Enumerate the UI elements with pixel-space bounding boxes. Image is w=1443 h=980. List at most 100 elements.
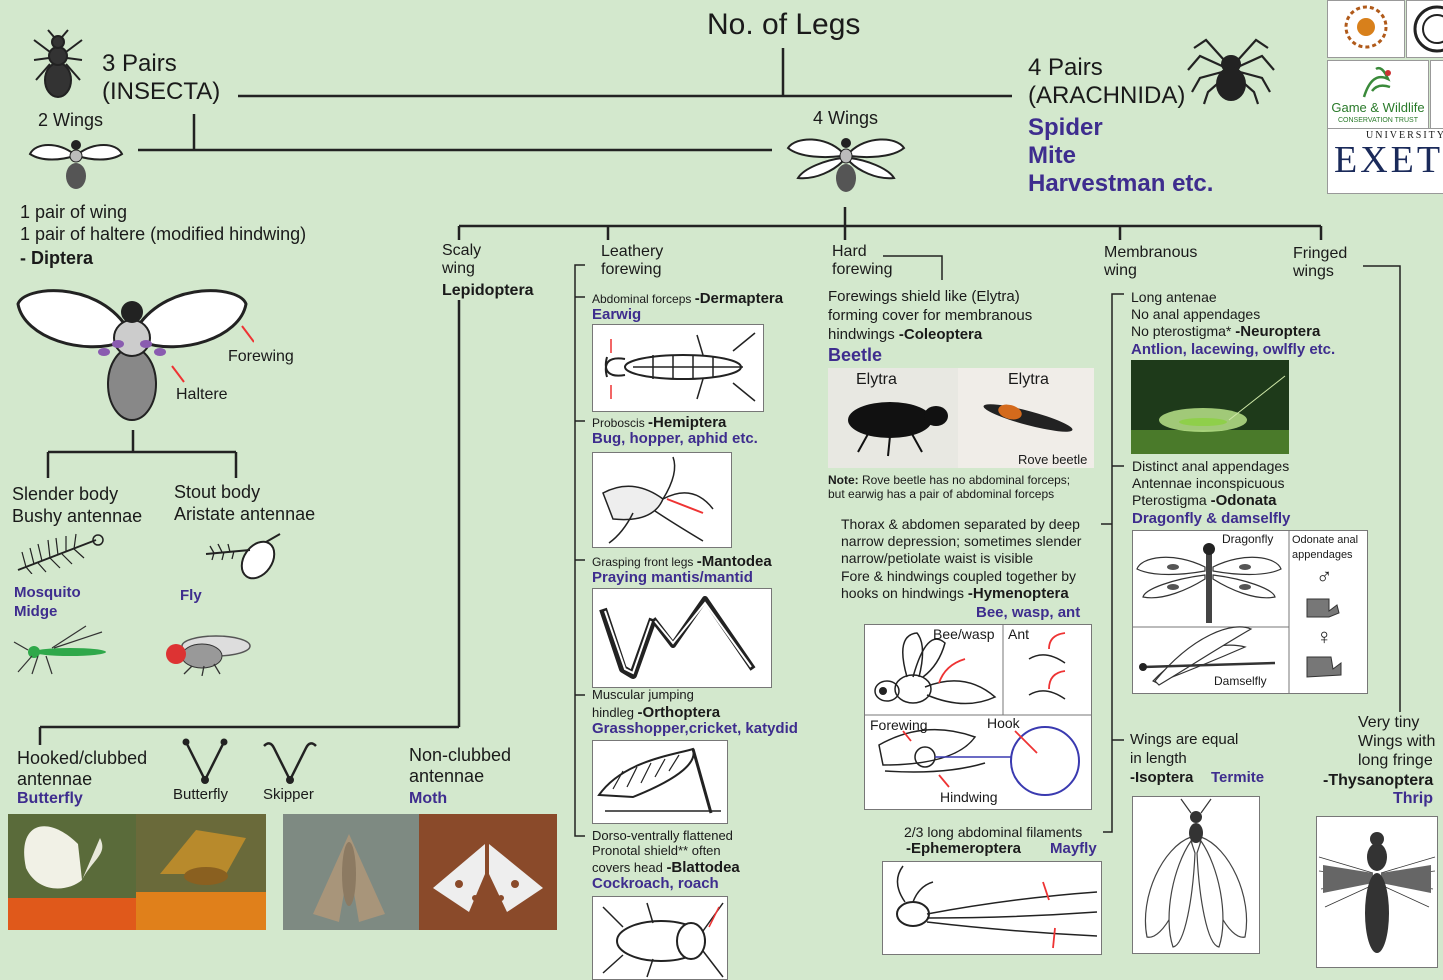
- arachnida-pairs: 4 Pairs: [1028, 54, 1103, 82]
- hooked-antennae-label-2: antennae: [17, 769, 92, 790]
- hymenoptera-example: Bee, wasp, ant: [976, 604, 1080, 621]
- neuroptera-desc-2: No anal appendages: [1131, 306, 1260, 322]
- partial-logo: [1430, 60, 1443, 130]
- isoptera-desc-2: in length: [1130, 750, 1187, 767]
- gwct-bird-icon: [1328, 61, 1428, 101]
- thysanoptera-order: -Thysanoptera: [1323, 772, 1433, 790]
- mantodea-desc: Grasping front legs -Mantodea: [592, 553, 772, 570]
- exeter-label: EXETI: [1334, 139, 1443, 183]
- two-wing-insect-icon: [28, 132, 124, 192]
- four-wing-insect-icon: [786, 130, 906, 196]
- diptera-order: - Diptera: [20, 248, 93, 269]
- mayfly-drawing: [882, 861, 1102, 955]
- hook-label: Hook: [987, 715, 1020, 731]
- coleoptera-desc-2: forming cover for membranous: [828, 307, 1032, 324]
- leathery-label: Leathery: [601, 243, 663, 261]
- odonata-desc-1: Distinct anal appendages: [1132, 458, 1289, 474]
- non-clubbed-label-2: antennae: [409, 766, 484, 787]
- ant-label: Ant: [1008, 626, 1029, 642]
- dermaptera-desc: Abdominal forceps -Dermaptera: [592, 290, 783, 307]
- membranous-label: Membranous: [1104, 244, 1197, 262]
- arachnida-example-spider: Spider: [1028, 114, 1103, 142]
- elytra-label-2: Elytra: [1008, 371, 1049, 389]
- orthoptera-example: Grasshopper,cricket, katydid: [592, 720, 798, 737]
- hymenoptera-desc-1: Thorax & abdomen separated by deep: [841, 516, 1080, 532]
- two-wings-label: 2 Wings: [38, 110, 103, 131]
- exeter-logo: UNIVERSITY EXETI: [1327, 128, 1443, 194]
- isoptera-desc-1: Wings are equal: [1130, 731, 1238, 748]
- hard-forewing-label: forewing: [832, 261, 892, 279]
- cps-logo: [1327, 0, 1405, 58]
- fly-label: Fly: [180, 587, 202, 604]
- fringed-wings-label: wings: [1293, 263, 1334, 281]
- butterfly-example: Butterfly: [17, 790, 83, 808]
- hym-forewing-label: Forewing: [870, 717, 928, 733]
- stout-body-label: Stout body: [174, 482, 260, 503]
- diptera-desc-1: 1 pair of wing: [20, 202, 127, 223]
- gwct-subname: CONSERVATION TRUST: [1328, 117, 1428, 125]
- damselfly-label: Damselfly: [1214, 675, 1267, 689]
- cockroach-drawing: [592, 896, 728, 980]
- housefly-icon: [158, 626, 254, 676]
- moth-example: Moth: [409, 790, 447, 808]
- neuroptera-desc-3: No pterostigma* -Neuroptera: [1131, 323, 1320, 340]
- isoptera-example: Termite: [1211, 769, 1264, 786]
- four-wings-label: 4 Wings: [813, 108, 878, 129]
- dragonfly-label: Dragonfly: [1222, 533, 1273, 547]
- scaly-label: Scaly: [442, 242, 481, 260]
- lacewing-photo: [1131, 360, 1289, 454]
- mosquito-icon: [12, 622, 112, 676]
- female-symbol: ♀: [1316, 624, 1333, 649]
- thysanoptera-example: Thrip: [1393, 790, 1433, 808]
- fringed-label: Fringed: [1293, 245, 1347, 263]
- skipper-photo: [136, 814, 266, 930]
- isoptera-order: -Isoptera: [1130, 769, 1193, 786]
- odonata-desc-3: Pterostigma -Odonata: [1132, 492, 1276, 509]
- hemiptera-desc: Proboscis -Hemiptera: [592, 414, 726, 431]
- butterfly-photo: [8, 814, 136, 930]
- lepidoptera-order: Lepidoptera: [442, 282, 534, 300]
- ephemeroptera-example: Mayfly: [1050, 840, 1097, 857]
- fly-diagram: [14, 286, 254, 426]
- coleoptera-desc-1: Forewings shield like (Elytra): [828, 288, 1020, 305]
- hym-hindwing-label: Hindwing: [940, 789, 998, 805]
- arachnida-example-harvestman: Harvestman etc.: [1028, 170, 1213, 198]
- arachnida-example-mite: Mite: [1028, 142, 1076, 170]
- hymenoptera-desc-2: narrow depression; sometimes slender: [841, 533, 1081, 549]
- insecta-class: (INSECTA): [102, 78, 220, 106]
- neuroptera-desc-1: Long antenae: [1131, 289, 1217, 305]
- male-symbol: ♂: [1316, 564, 1333, 589]
- aristate-antennae-label: Aristate antennae: [174, 504, 315, 525]
- clubbed-antenna-icon: [180, 738, 230, 788]
- hooked-antennae-label: Hooked/clubbed: [17, 748, 147, 769]
- slender-body-label: Slender body: [12, 484, 118, 505]
- membranous-wing-label: wing: [1104, 262, 1137, 280]
- forewing-label: Forewing: [228, 348, 294, 366]
- thysanoptera-desc-3: long fringe: [1358, 752, 1433, 770]
- hawkmoth-photo: [283, 814, 419, 930]
- hemiptera-example: Bug, hopper, aphid etc.: [592, 430, 758, 447]
- mantodea-example: Praying mantis/mantid: [592, 569, 753, 586]
- mantis-leg-drawing: [592, 588, 772, 688]
- ephemeroptera-desc: 2/3 long abdominal filaments: [904, 824, 1082, 840]
- odonate-anal-label: Odonate anal: [1292, 534, 1358, 547]
- hymenoptera-desc-3: narrow/petiolate waist is visible: [841, 550, 1033, 566]
- aristate-antenna-icon: [204, 530, 284, 584]
- orthoptera-desc-1: Muscular jumping: [592, 688, 694, 703]
- jumping-hindleg-drawing: [592, 740, 728, 824]
- diptera-desc-2: 1 pair of haltere (modified hindwing): [20, 224, 306, 245]
- blattodea-desc-3: covers head -Blattodea: [592, 859, 740, 876]
- skipper-label: Skipper: [263, 786, 314, 803]
- orthoptera-desc-2: hindleg -Orthoptera: [592, 704, 720, 721]
- blattodea-desc-2: Pronotal shield** often: [592, 844, 721, 859]
- gwct-name: Game & Wildlife: [1328, 101, 1428, 116]
- leathery-forewing-label: forewing: [601, 261, 661, 279]
- beetle-example: Beetle: [828, 345, 882, 366]
- bushy-antennae-label: Bushy antennae: [12, 506, 142, 527]
- gwct-logo: Game & Wildlife CONSERVATION TRUST: [1327, 60, 1429, 130]
- thrip-drawing: [1316, 816, 1438, 968]
- odonata-example: Dragonfly & damselfly: [1132, 510, 1290, 527]
- hymenoptera-desc-5: hooks on hindwings -Hymenoptera: [841, 585, 1069, 602]
- bee-wasp-label: Bee/wasp: [933, 626, 994, 642]
- beetle-note-1: Note: Rove beetle has no abdominal force…: [828, 474, 1070, 488]
